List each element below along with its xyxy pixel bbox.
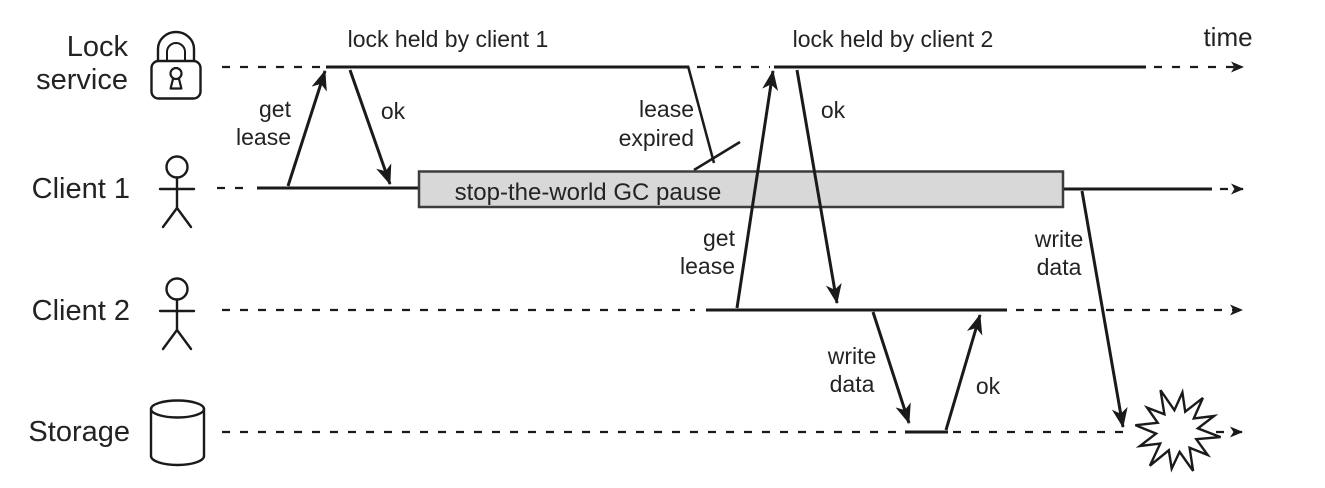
database-cylinder-icon [149, 399, 206, 467]
client1-ok-arrow [348, 69, 392, 185]
row-labels: Lock service Client 1 Client 2 Storage [28, 31, 130, 448]
storage-ok-label: ok [976, 373, 1001, 399]
lease-expired-mark [686, 65, 741, 172]
row-label-storage: Storage [28, 416, 130, 448]
row-label-lock-service-line2: service [36, 64, 128, 96]
padlock-icon [150, 30, 202, 100]
person-icon [158, 277, 196, 351]
client1-get-lease-label-line2: lease [236, 124, 291, 150]
client2-ok-label: ok [821, 97, 846, 123]
lock-held-client1-label: lock held by client 1 [348, 26, 549, 52]
storage-ok-arrow [944, 314, 983, 431]
lease-expired-label-line1: lease [639, 96, 694, 122]
crash-starburst-icon [1134, 388, 1222, 473]
lock-held-client2-label: lock held by client 2 [793, 26, 994, 52]
time-axis-label: time [1203, 22, 1252, 52]
client1-ok-label: ok [381, 98, 406, 124]
gc-pause-box: stop-the-world GC pause [417, 170, 1065, 209]
client2-get-lease-arrow [735, 70, 779, 309]
client2-write-data-label-line1: write [827, 343, 877, 369]
lane-client-1 [217, 183, 1244, 195]
client1-write-data-label-line1: write [1034, 226, 1084, 252]
client2-write-data-label-line2: data [830, 371, 875, 397]
lease-expired-label-line2: expired [619, 125, 694, 151]
client2-get-lease-label-line1: get [703, 225, 736, 251]
row-label-client-1: Client 1 [32, 173, 130, 205]
client1-write-data-label-line2: data [1037, 254, 1082, 280]
row-label-lock-service-line1: Lock [67, 31, 129, 63]
person-icon [158, 155, 196, 229]
client1-write-data-arrow [1080, 190, 1128, 428]
client1-get-lease-arrow [286, 70, 327, 187]
client1-get-lease-label-line1: get [259, 96, 292, 122]
client2-write-data-arrow [871, 311, 911, 424]
message-arrows [286, 69, 1128, 431]
client2-ok-arrow [795, 69, 842, 304]
annotations: lock held by client 1 lock held by clien… [236, 22, 1253, 399]
gc-pause-label: stop-the-world GC pause [455, 179, 722, 206]
row-label-client-2: Client 2 [32, 295, 130, 327]
client2-get-lease-label-line2: lease [680, 253, 735, 279]
